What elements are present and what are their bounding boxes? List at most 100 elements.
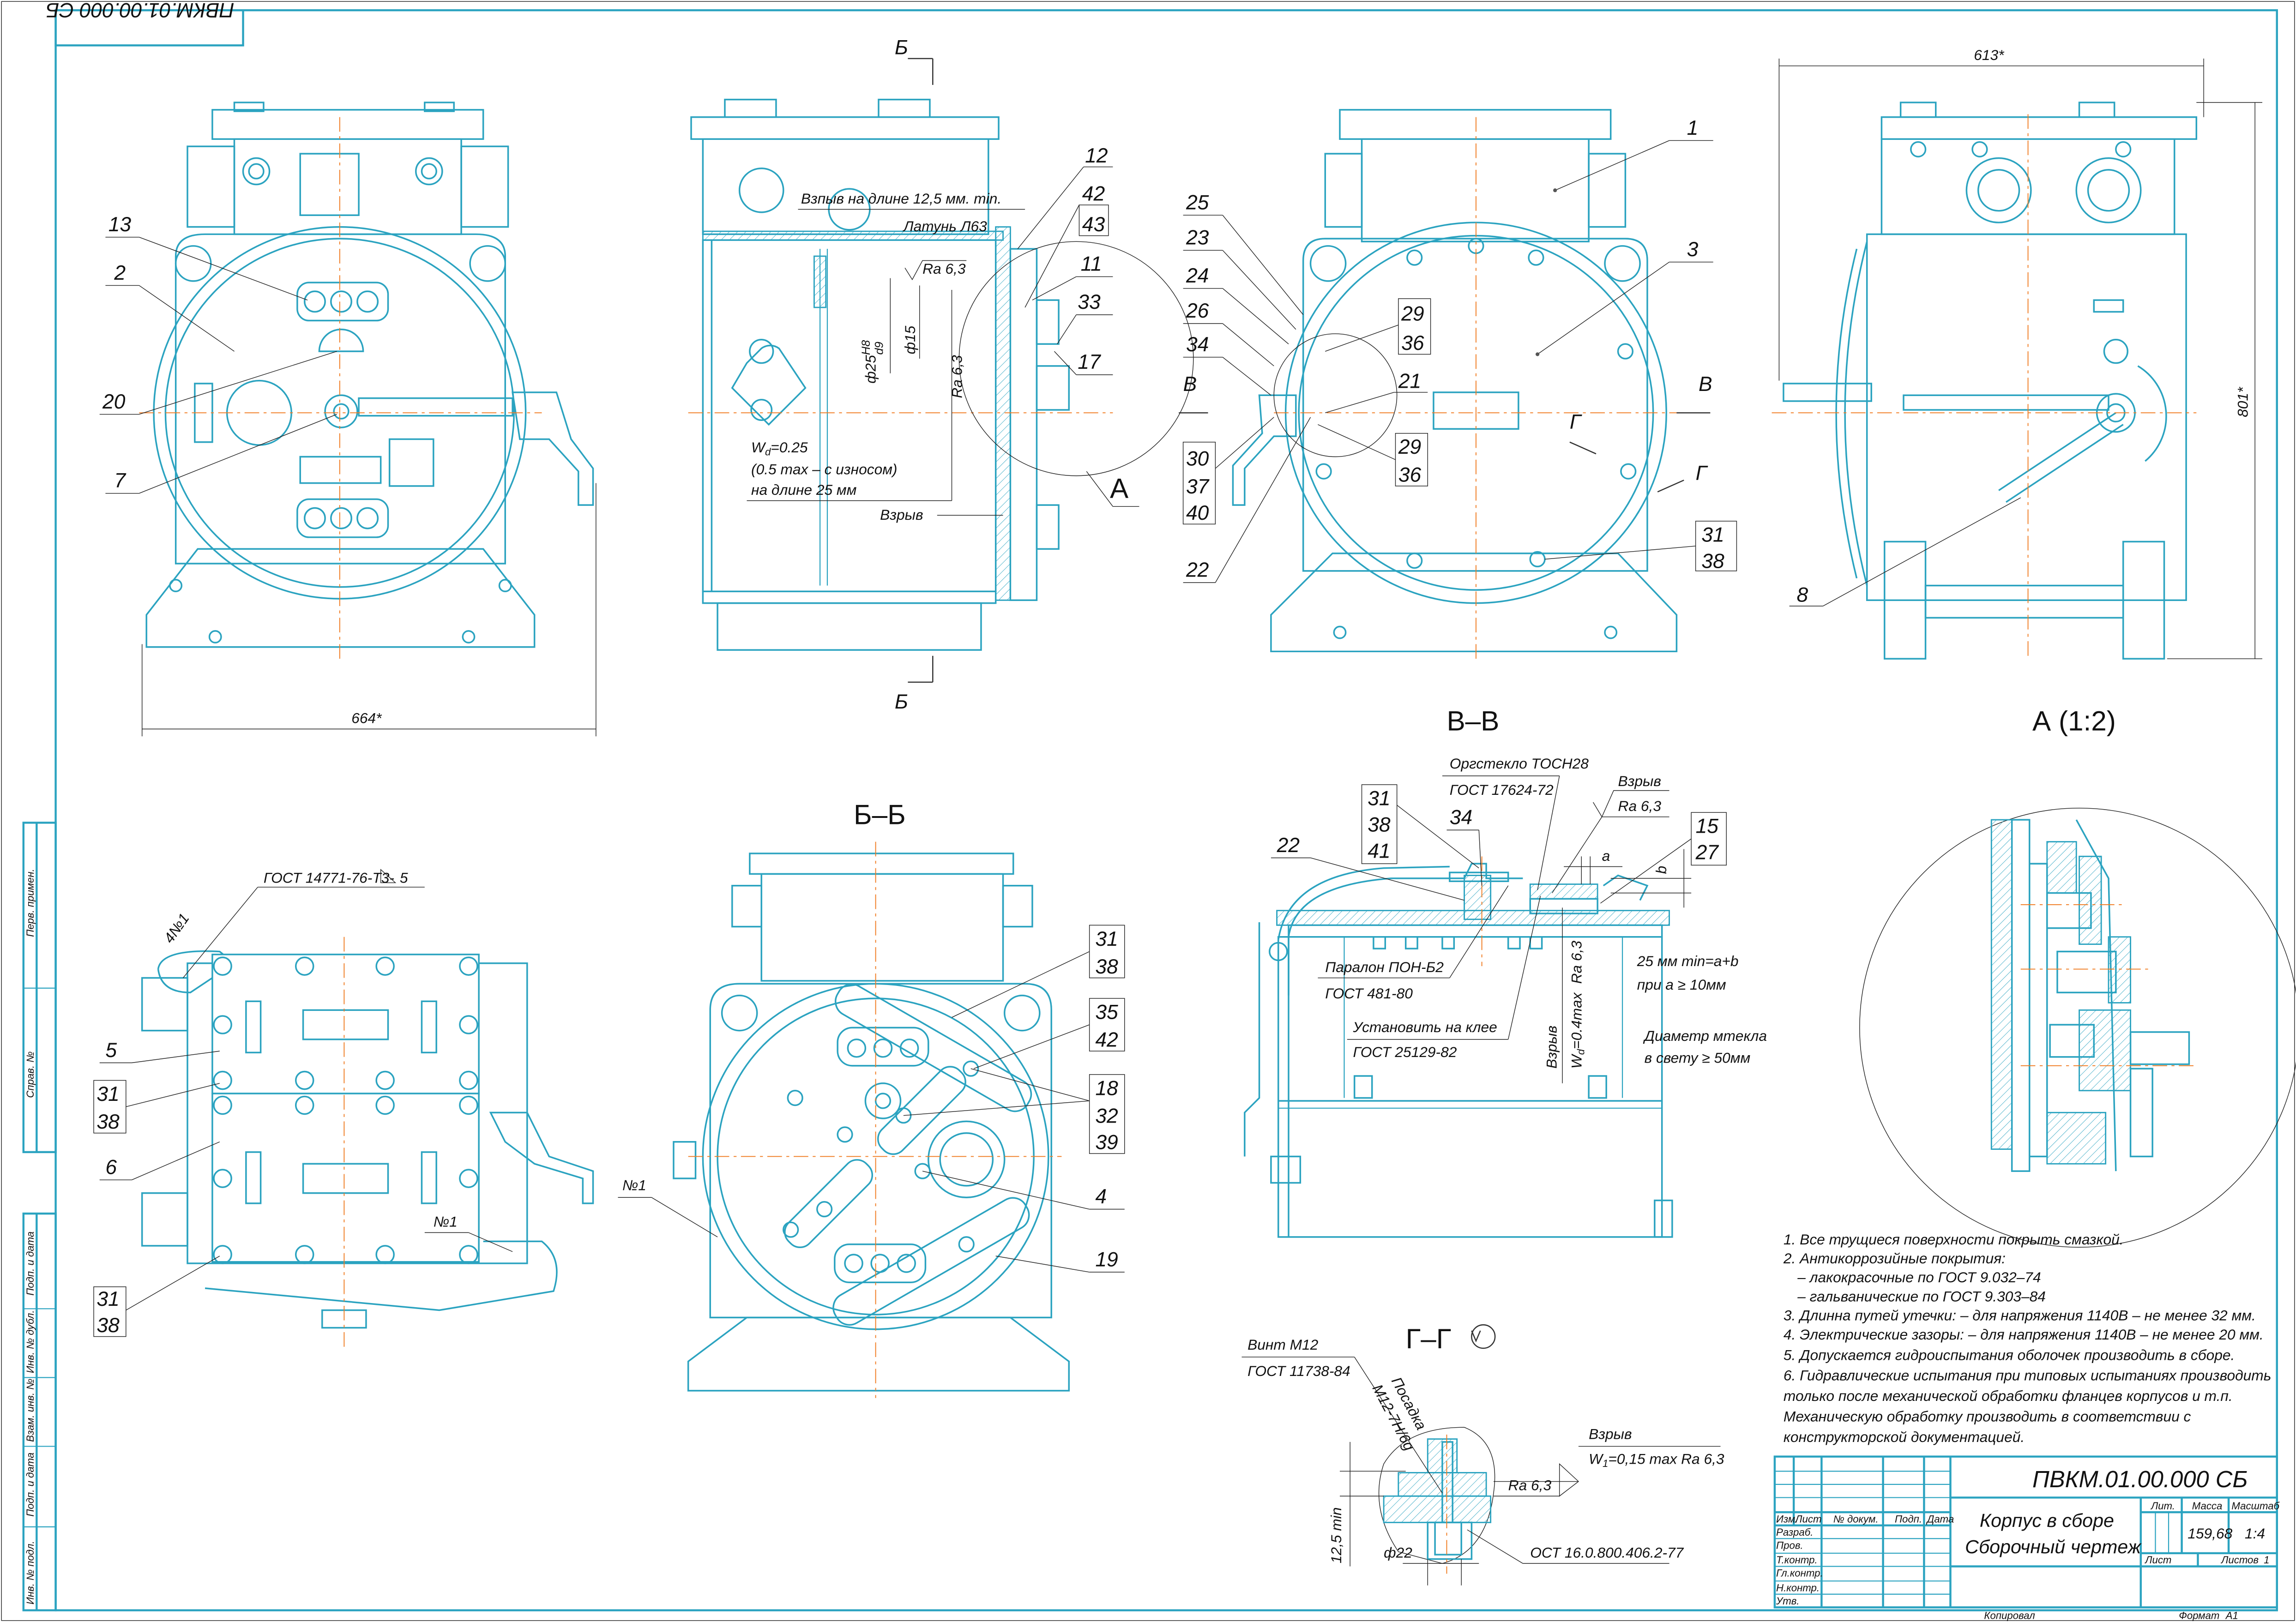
- copied-label: Копировал: [1984, 1610, 2035, 1622]
- svg-text:31: 31: [1095, 928, 1118, 950]
- dimension-height-801: 801*: [2167, 102, 2262, 659]
- glass-diameter-1: Диаметр мтекла: [1643, 1027, 1767, 1044]
- svg-text:34: 34: [1186, 333, 1209, 356]
- top-view: ГОСТ 14771-76-Т3- 5 4№1 №1 5 31 38 6 31 …: [93, 869, 594, 1347]
- svg-text:36: 36: [1401, 332, 1424, 354]
- callout-13: 13: [105, 213, 308, 300]
- svg-text:ф22: ф22: [1384, 1544, 1412, 1561]
- svg-text:19: 19: [1095, 1248, 1118, 1271]
- sheets-label: Листов: [2220, 1554, 2259, 1566]
- svg-text:35: 35: [1095, 1001, 1118, 1023]
- svg-text:1: 1: [1687, 117, 1699, 139]
- stamp-label: Взам. инв. №: [24, 1379, 36, 1442]
- stamp-label: Перв. примен.: [24, 869, 36, 937]
- callout-17: 17: [1054, 351, 1113, 375]
- svg-text:Г: Г: [1696, 462, 1708, 485]
- drawing-name-1: Корпус в сборе: [1980, 1510, 2114, 1531]
- stamp-label: Инв. № дубл.: [24, 1310, 36, 1373]
- section-gg-title: Г–Г: [1406, 1323, 1452, 1354]
- svg-text:40: 40: [1186, 502, 1209, 524]
- svg-text:22: 22: [1277, 834, 1300, 857]
- section-bb: Б–Б 31 38: [618, 799, 1125, 1398]
- svg-text:В: В: [1183, 373, 1197, 396]
- front-view: 13 2 20 7 664*: [99, 102, 597, 737]
- svg-text:33: 33: [1078, 291, 1101, 313]
- note-line: 4. Электрические зазоры: – для напряжени…: [1784, 1326, 2264, 1343]
- role-checker: Пров.: [1776, 1539, 1803, 1551]
- glue-standard: ГОСТ 25129-82: [1353, 1044, 1457, 1060]
- svg-text:36: 36: [1398, 463, 1422, 486]
- screw-label: Винт М12: [1247, 1336, 1318, 1353]
- callouts-right: 1 3 31 38: [1535, 117, 1737, 573]
- svg-text:Б: Б: [895, 691, 908, 713]
- svg-text:Г: Г: [1570, 411, 1582, 433]
- bb-bolts: [783, 1060, 979, 1253]
- note-line: конструкторской документацией.: [1784, 1429, 2025, 1445]
- svg-text:20: 20: [102, 390, 126, 413]
- callout-2: 2: [105, 262, 235, 352]
- gap-note: Wd=0.25: [751, 439, 808, 457]
- glue-label: Установить на клее: [1353, 1019, 1497, 1035]
- svg-text:31: 31: [1701, 523, 1724, 546]
- svg-text:43: 43: [1082, 213, 1105, 236]
- role-norm-control: Н.контр.: [1776, 1582, 1820, 1593]
- svg-text:39: 39: [1095, 1131, 1118, 1154]
- svg-text:34: 34: [1450, 806, 1472, 829]
- lit-label: Лит.: [2150, 1500, 2175, 1512]
- top-view-callouts: 5 31 38 6 31 38: [93, 1039, 220, 1337]
- note-line: 1. Все трущиеся поверхности покрыть смаз…: [1784, 1231, 2124, 1248]
- svg-text:31: 31: [96, 1083, 119, 1105]
- callout-12: 12: [1017, 144, 1113, 249]
- svg-text:18: 18: [1095, 1077, 1118, 1099]
- svg-text:42: 42: [1082, 182, 1105, 205]
- svg-text:3: 3: [1687, 238, 1699, 261]
- svg-text:31: 31: [96, 1288, 119, 1310]
- glass-standard: ГОСТ 17624-72: [1450, 781, 1554, 798]
- right-side-view: 613* 801* 8: [1772, 47, 2262, 660]
- dia-15-dimension: ф15: [902, 325, 918, 354]
- material-note: Латунь Л63: [903, 218, 987, 234]
- section-vv-title: В–В: [1446, 705, 1499, 737]
- svg-text:38: 38: [1095, 955, 1118, 978]
- callouts-left-stack: 25 23 24 26 34 30 37 40 22: [1182, 192, 1311, 583]
- foam-standard: ГОСТ 481-80: [1325, 985, 1413, 1002]
- note-line: Механическую обработку производить в соо…: [1784, 1408, 2191, 1425]
- dimension-width-664: 664*: [141, 483, 597, 737]
- svg-text:38: 38: [96, 1314, 120, 1337]
- svg-text:В: В: [1699, 373, 1712, 396]
- svg-text:29: 29: [1401, 303, 1424, 325]
- svg-text:664*: 664*: [351, 710, 382, 727]
- screw-standard: ГОСТ 11738-84: [1247, 1363, 1350, 1379]
- title-block: Изм. Лист № докум. Подп. Дата Разраб. Пр…: [1773, 1455, 2280, 1622]
- detail-a-title: А (1:2): [2032, 705, 2116, 737]
- detail-a: А (1:2): [1859, 705, 2296, 1248]
- rotated-doc-code: ПВКМ.01.00.000 СБ: [46, 0, 234, 21]
- svg-text:32: 32: [1095, 1105, 1118, 1128]
- cut-marks-vv-gg: В В Г Г: [1179, 373, 1712, 493]
- svg-text:6: 6: [105, 1156, 117, 1179]
- dimension-width-613: 613*: [1778, 47, 2204, 381]
- technical-requirements: 1. Все трущиеся поверхности покрыть смаз…: [1783, 1231, 2271, 1445]
- svg-text:31: 31: [1368, 787, 1390, 810]
- svg-text:38: 38: [1368, 813, 1391, 836]
- callout-7: 7: [105, 414, 337, 494]
- svg-text:13: 13: [108, 213, 132, 236]
- svg-text:17: 17: [1078, 351, 1102, 373]
- svg-text:12,5 min: 12,5 min: [1328, 1508, 1344, 1564]
- doc-number: ПВКМ.01.00.000 СБ: [2032, 1466, 2248, 1492]
- roughness-label: Ra 6,3: [1618, 798, 1662, 814]
- section-bb-title: Б–Б: [854, 799, 906, 830]
- svg-text:ГОСТ 14771-76-Т3-: ГОСТ 14771-76-Т3-: [264, 869, 394, 886]
- stamp-label: Справ. №: [24, 1051, 36, 1098]
- svg-text:4: 4: [1095, 1185, 1107, 1208]
- scale-value: 1:4: [2245, 1525, 2265, 1542]
- svg-text:15: 15: [1696, 815, 1719, 838]
- glass-material: Оргстекло ТОСН28: [1450, 755, 1589, 772]
- svg-text:5: 5: [400, 869, 408, 886]
- dia-22-dimension: ф22: [1384, 1544, 1479, 1586]
- svg-text:22: 22: [1186, 559, 1209, 582]
- svg-text:11: 11: [1081, 253, 1102, 276]
- svg-text:38: 38: [1701, 550, 1724, 573]
